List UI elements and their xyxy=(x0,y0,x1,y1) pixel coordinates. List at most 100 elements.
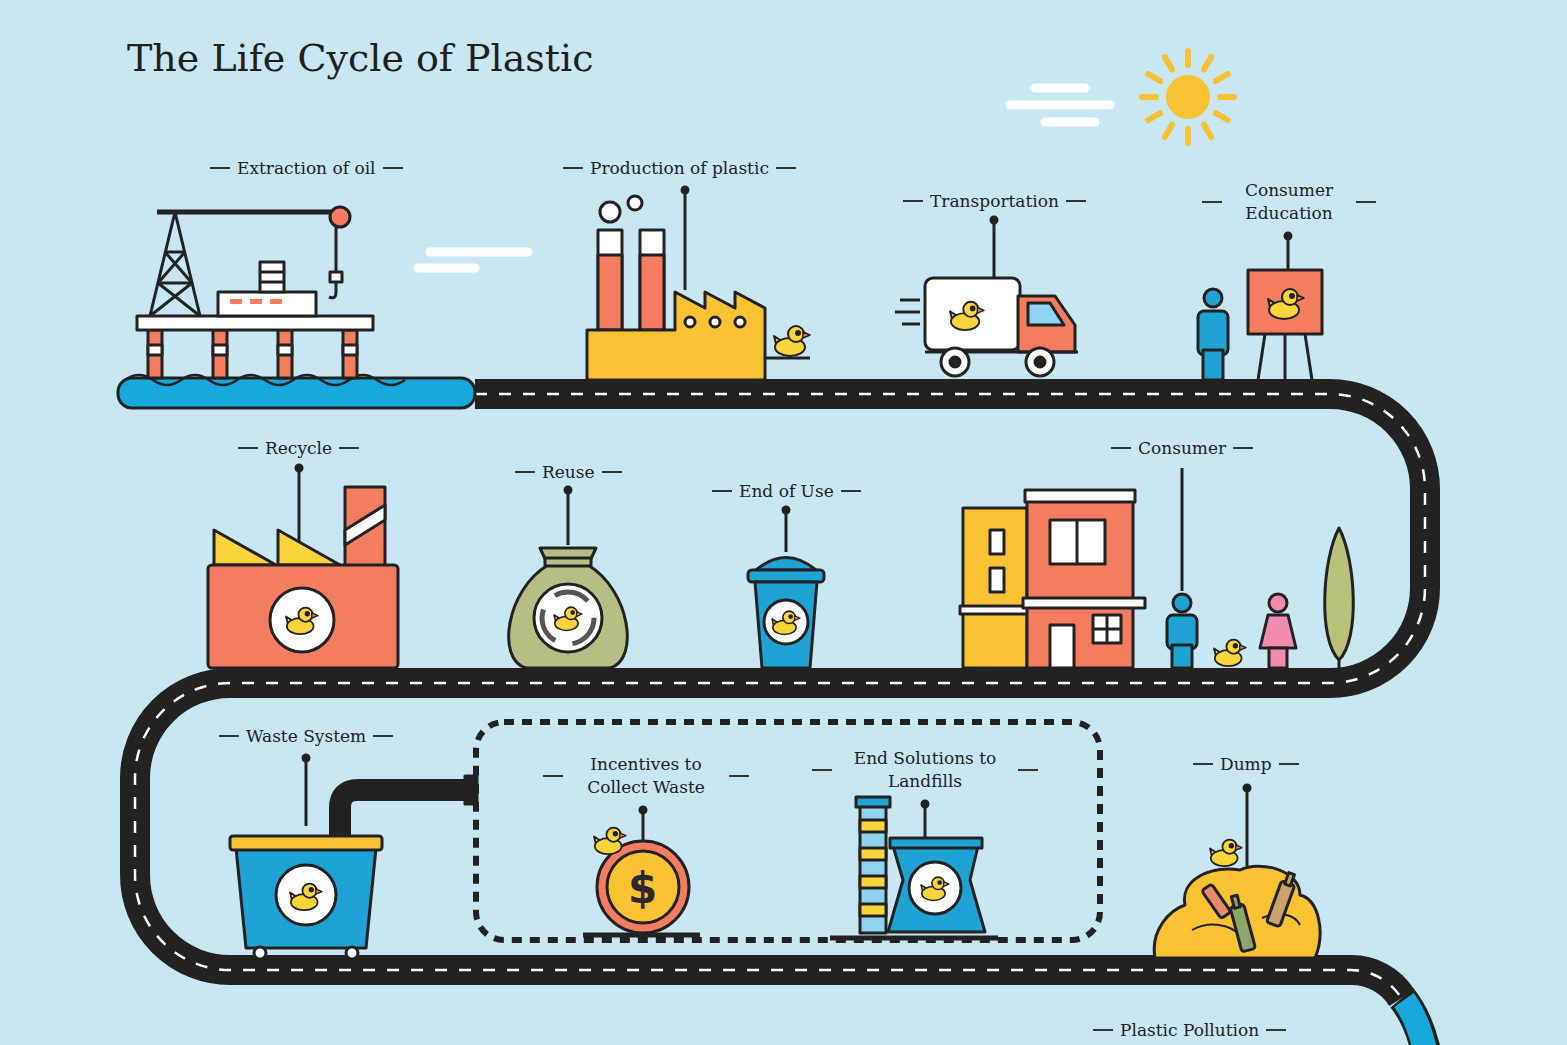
waste-bin-part xyxy=(236,848,376,948)
education-easel-part xyxy=(1284,334,1287,380)
education-easel-part xyxy=(1204,289,1222,307)
landfill-solution-plant-part xyxy=(860,876,886,888)
stage-label-text: Recycle xyxy=(265,437,332,460)
waste-bin-part xyxy=(254,947,266,959)
consumer-town-part xyxy=(1173,594,1191,612)
waste-bin-part xyxy=(276,865,336,925)
road xyxy=(135,394,1428,1045)
stage-label: Transportation xyxy=(896,190,1093,213)
recycling-plant-part xyxy=(345,505,385,545)
clouds-part xyxy=(1035,84,1085,93)
delivery-truck-part xyxy=(1018,296,1075,352)
consumer-town-part xyxy=(1260,615,1296,648)
delivery-truck-part xyxy=(950,302,984,330)
oil-rig-part xyxy=(150,212,200,316)
recycling-plant xyxy=(208,465,398,668)
sun-part-part xyxy=(1148,113,1160,120)
sun-part-part xyxy=(1142,94,1156,100)
dashed-solutions-frame xyxy=(476,722,1100,940)
oil-rig-part xyxy=(343,330,357,378)
plastic-cup-part xyxy=(755,582,817,668)
stage-label-text: Production of plastic xyxy=(590,157,769,180)
stage-label: Incentives to Collect Waste xyxy=(536,753,756,799)
oil-rig-part xyxy=(260,281,284,284)
oil-rig-part xyxy=(165,252,192,283)
consumer-town-part xyxy=(990,568,1004,592)
oil-rig-part xyxy=(118,378,475,408)
education-easel-part xyxy=(1305,334,1312,380)
delivery-truck-part xyxy=(1026,348,1054,376)
dump-pile-part-part xyxy=(1285,873,1295,886)
landfill-solution-plant-part xyxy=(860,820,886,832)
stage-label-text: Consumer Education xyxy=(1229,179,1349,225)
sun-part xyxy=(1142,51,1234,143)
incentive-coin xyxy=(583,807,700,935)
education-easel xyxy=(1198,233,1322,380)
currency-symbol: $ xyxy=(628,868,657,910)
education-easel-part xyxy=(1285,233,1291,239)
incentive-coin-part xyxy=(594,828,626,855)
delivery-truck-part xyxy=(993,222,996,278)
oil-rig-part xyxy=(329,282,336,298)
plastic-cup-part xyxy=(785,512,788,552)
dump-pile-part xyxy=(1227,894,1255,952)
oil-rig-part xyxy=(335,227,338,272)
reuse-sack-part xyxy=(509,548,628,668)
stage-label-text: Plastic Pollution xyxy=(1120,1019,1259,1042)
oil-rig-part xyxy=(230,299,242,304)
incentive-coin-part xyxy=(607,851,679,923)
dump-pile-part xyxy=(1210,840,1242,867)
waste-bin-part xyxy=(230,836,382,850)
recycling-plant-part xyxy=(270,588,334,652)
plastic-factory-part xyxy=(640,230,664,330)
reuse-sack-part xyxy=(534,584,602,652)
delivery-truck-part xyxy=(991,217,997,223)
dump-pile-part xyxy=(1202,884,1231,919)
reuse-sack-part xyxy=(565,487,571,493)
waste-bin-part xyxy=(340,790,475,836)
delivery-truck-part xyxy=(1028,303,1064,325)
stage-label: End of Use xyxy=(705,480,868,503)
oil-rig-part xyxy=(158,252,185,283)
sun-part-part xyxy=(1216,113,1228,120)
oil-rig-part xyxy=(343,345,357,355)
stage-label-text: Transportation xyxy=(930,190,1059,213)
reuse-sack xyxy=(509,487,628,668)
oil-rig-part xyxy=(137,316,373,330)
sun-part-part xyxy=(1216,74,1228,81)
sun-part-part xyxy=(1204,125,1211,137)
consumer-town-part xyxy=(1325,528,1354,660)
oil-rig-part xyxy=(150,283,192,316)
oil-rig-part xyxy=(158,282,192,285)
consumer-town xyxy=(960,468,1353,668)
waste-bin xyxy=(230,755,477,959)
consumer-town-part xyxy=(1023,598,1145,608)
landfill-solution-plant xyxy=(830,797,998,938)
incentive-coin-part xyxy=(640,807,646,813)
plastic-factory-part xyxy=(735,317,745,327)
dump-pile-part-part xyxy=(1230,904,1255,952)
landfill-solution-plant-part xyxy=(924,806,927,838)
dump-pile-part-part xyxy=(1202,884,1231,919)
consumer-town-part xyxy=(1181,468,1184,591)
plastic-cup-part xyxy=(748,570,824,582)
stage-label: Recycle xyxy=(231,437,366,460)
sun-part-part xyxy=(1165,57,1172,69)
plastic-factory xyxy=(587,187,810,380)
plastic-factory-part xyxy=(598,255,622,330)
education-easel-part xyxy=(1268,289,1304,319)
road-part xyxy=(1404,1000,1427,1045)
stage-label: Reuse xyxy=(508,461,629,484)
delivery-truck-part xyxy=(900,299,920,302)
clouds-part xyxy=(1010,101,1110,110)
recycling-plant-part xyxy=(345,487,385,567)
dump-pile-part xyxy=(1267,871,1299,927)
plastic-factory-part xyxy=(684,192,687,290)
landfill-solution-plant-part xyxy=(888,846,985,932)
recycling-plant-part xyxy=(296,465,302,471)
landfill-solution-plant-part xyxy=(856,797,890,807)
delivery-truck-part xyxy=(1035,357,1045,367)
stage-label: Consumer Education xyxy=(1195,179,1383,225)
education-easel-part xyxy=(1287,238,1290,270)
